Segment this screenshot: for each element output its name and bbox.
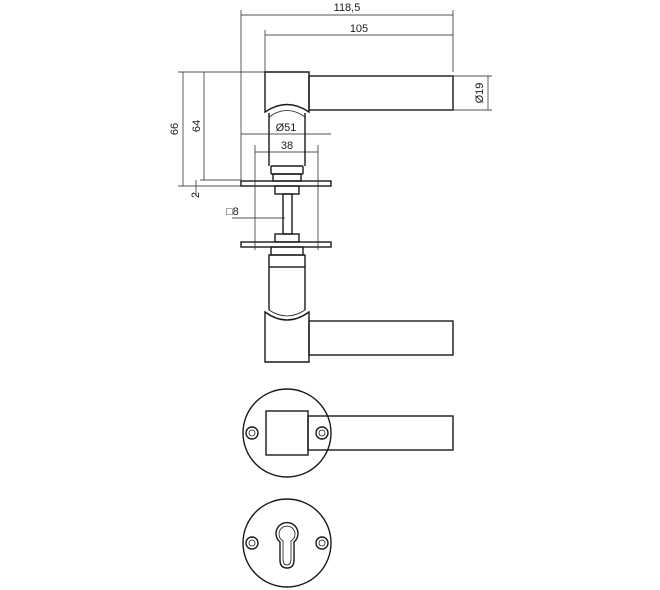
dim-total-height: 66	[169, 123, 181, 135]
dim-neck-diameter: 38	[281, 140, 293, 152]
dim-lever-height: 64	[191, 120, 203, 132]
dim-lever-diameter: 19	[474, 83, 486, 95]
svg-text:□8: □8	[226, 206, 239, 218]
dim-rose-thickness: 2	[190, 192, 202, 198]
diameter-symbol: Ø	[276, 122, 285, 134]
dimension-lines	[178, 10, 492, 250]
spindle	[282, 193, 293, 235]
side-view-bottom-lever	[240, 233, 454, 363]
dim-lever-length: 105	[350, 23, 368, 35]
svg-text:Ø19: Ø19	[474, 83, 486, 104]
dim-overall-length: 118,5	[334, 2, 361, 14]
front-view-escutcheon	[242, 498, 332, 588]
diameter-symbol: Ø	[474, 94, 486, 103]
side-view-top-lever	[240, 71, 454, 195]
square-symbol: □	[226, 206, 233, 218]
front-view-lever	[242, 388, 454, 478]
dimension-labels: 118,5 105 Ø19 66 64 2 Ø51 38 □8	[169, 2, 486, 218]
dim-spindle-square: 8	[233, 206, 239, 218]
dim-rose-diameter: 51	[284, 122, 296, 134]
svg-text:Ø51: Ø51	[276, 122, 297, 134]
